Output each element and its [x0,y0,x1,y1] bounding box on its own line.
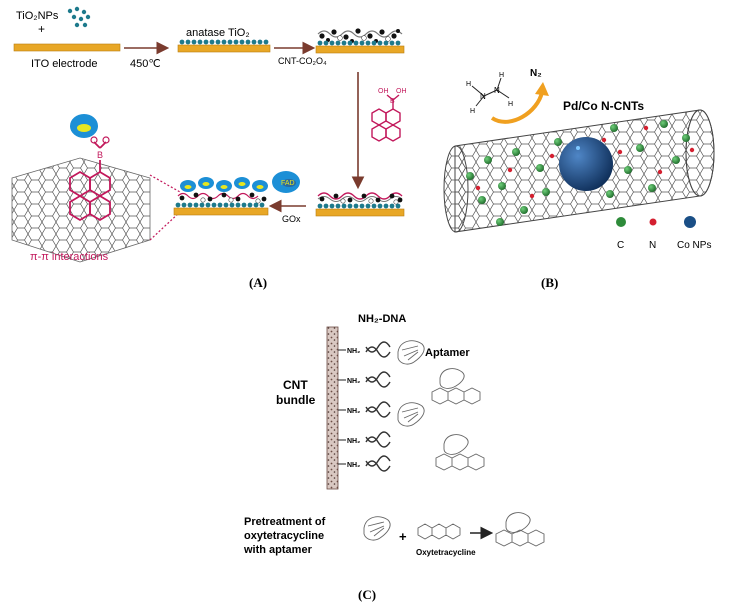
nh2-1: NH₂ [347,348,360,355]
legend-co-swatch [684,216,696,228]
nh2-4: NH₂ [347,438,360,445]
boronic-b-label: B [390,98,395,105]
pretreat-complex [495,512,545,547]
boronic-oh-left: OH [378,88,389,95]
gox-label: GOx [282,214,301,224]
hydrazine-h4: H [499,72,504,79]
cnt-bundle-label-1: CNT [283,378,308,392]
legend-b: C N Co NPs [616,216,711,251]
panel-c: NH₂-DNA Aptamer CNT bundle NH₂ NH₂ NH₂ N… [243,313,545,602]
pretreatment-line-2: oxytetracycline [244,530,324,542]
cnt-bundle-label-2: bundle [276,393,316,407]
dna-row-2: NH₂ [338,371,391,388]
hydrazine-n1: N [480,92,486,101]
dna-row-4: NH₂ [338,431,391,448]
boronic-oh-right: OH [396,88,407,95]
nh2-dna-label: NH₂-DNA [358,313,406,325]
tio2-nps-label: TiO₂NPs [16,10,59,22]
legend-c-swatch [616,217,626,227]
nh2-5: NH₂ [347,462,360,469]
aptamer-oxytetracycline-complex [431,368,485,471]
pretreatment-line-3: with aptamer [243,544,313,556]
panel-b: Pd/Co N-CNTs N N H H H H N₂ [443,68,715,290]
legend-c-label: C [617,240,624,251]
gox-enzyme-zoom [70,114,98,138]
reaction-arrow-head [535,82,549,96]
cnt-bundle [326,326,339,490]
caption-a: (A) [249,275,267,290]
dna-row-5: NH₂ [338,455,391,472]
carbon-dots [466,120,690,226]
hydrazine-h2: H [470,108,475,115]
nitrogen-dots [475,125,695,199]
nh2-2: NH₂ [347,378,360,385]
boron-label: B [97,150,103,160]
nh2-3: NH₂ [347,408,360,415]
aptamer-shapes [397,340,425,427]
anatase-layer [179,39,269,45]
pretreat-plus: + [399,529,407,544]
caption-c: (C) [358,587,376,602]
hydrazine-n2: N [494,86,500,95]
dna-row-1: NH₂ [338,341,391,358]
reaction-arrow [490,91,544,124]
tio2-nanoparticles [67,6,91,28]
electrode-pyrene-right [315,192,405,217]
ito-label: ITO electrode [31,58,97,70]
cnt-co3o4-label: CNT-CO₂O₄ [278,56,327,66]
oxytetracycline-label: Oxytetracycline [416,548,476,557]
hydrazine-molecule [471,77,510,107]
pretreat-aptamer [363,516,391,541]
fad-label: FAD [281,180,295,187]
legend-n-swatch [649,218,657,226]
plus-sign: + [38,22,45,36]
zoom-line-top [149,174,181,193]
electrode-step2 [177,44,271,53]
oxytetracycline-molecule [417,523,461,540]
dna-row-3: NH₂ [338,401,391,418]
temperature-label: 450℃ [130,58,161,70]
electrode-gox-left [173,177,269,216]
pi-pi-label: π-π interactions [30,251,109,263]
legend-co-label: Co NPs [677,240,711,251]
caption-b: (B) [541,275,558,290]
legend-n-label: N [649,240,656,251]
n2-label: N₂ [530,68,542,79]
hydrazine-h1: H [466,81,471,88]
anatase-label: anatase TiO₂ [186,27,250,39]
panel-b-title: Pd/Co N-CNTs [563,99,644,113]
hydrazine-h3: H [508,101,513,108]
panel-a: TiO₂NPs + ITO electrode 450℃ anatase TiO… [11,6,407,290]
cnt-co3o4-layer [315,28,405,54]
cobalt-highlight [576,146,580,150]
zoom-line-bottom [149,211,181,241]
ito-electrode [13,43,121,52]
aptamer-label: Aptamer [425,347,470,359]
gox-enzyme-free [272,171,300,193]
pyrene-boronic-acid [371,94,401,142]
graphene-sheet: B [11,136,151,263]
pretreatment-line-1: Pretreatment of [244,516,326,528]
cobalt-nanoparticle [559,137,613,191]
